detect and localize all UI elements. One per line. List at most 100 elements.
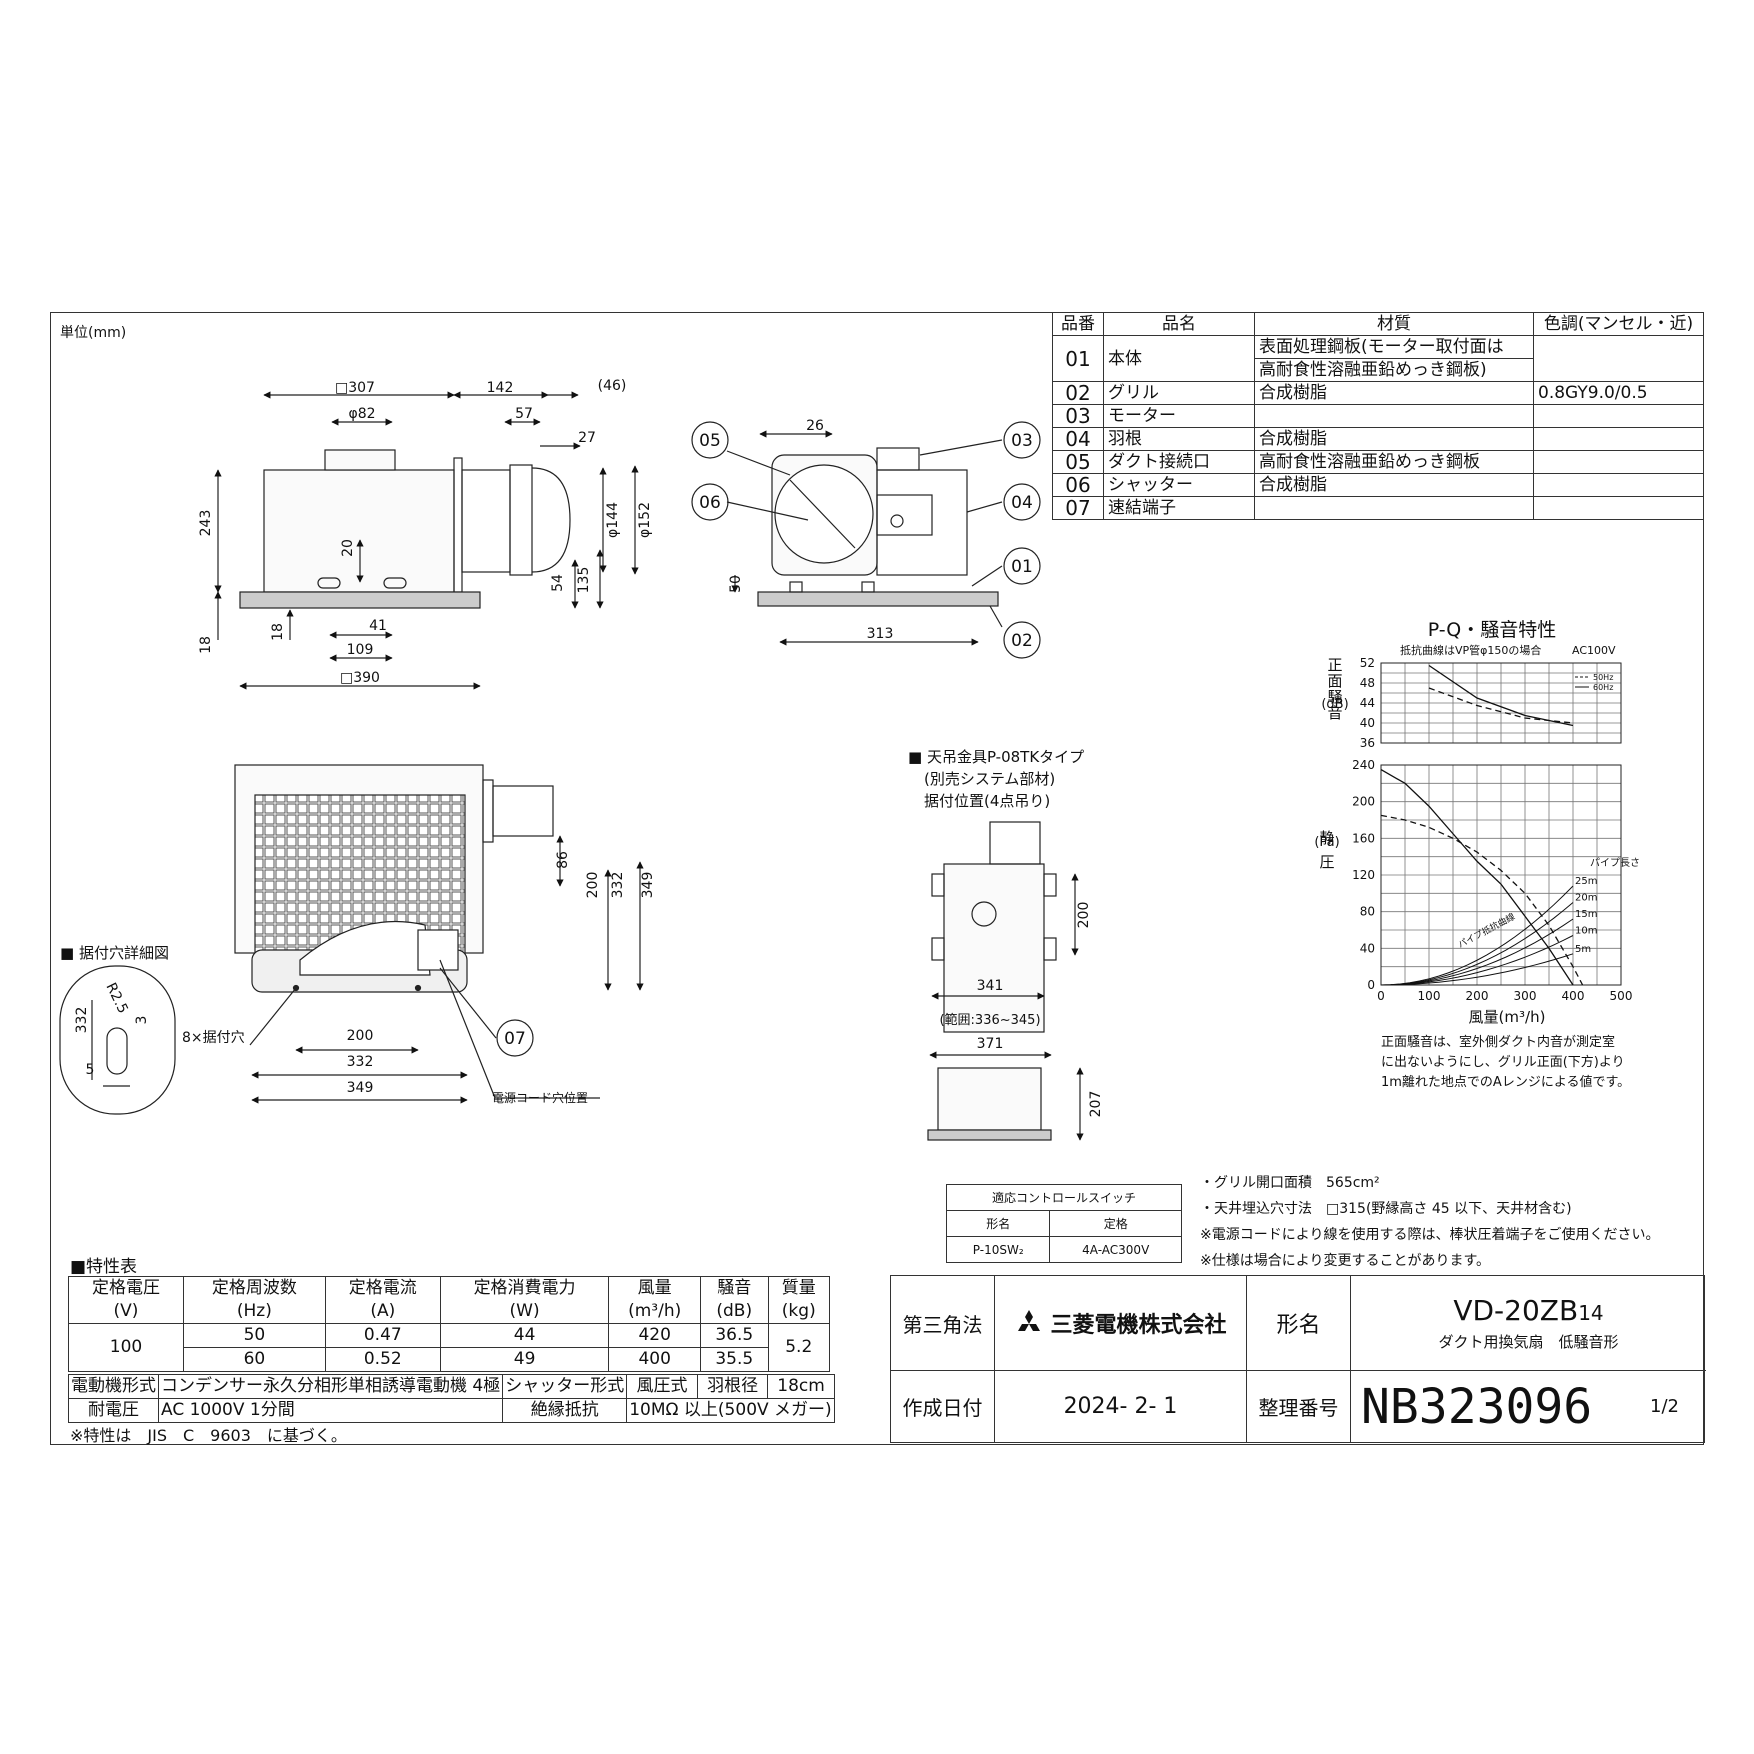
callout-circle [496,1019,534,1057]
company-cell: 三菱電機株式会社 [995,1276,1247,1371]
model-label: 形名 [1247,1276,1351,1371]
hanger-title: ■ 天吊金具P-08TKタイプ [908,748,1084,766]
callout-03: 03 [1011,431,1033,451]
page-number: 1/2 [1650,1396,1679,1417]
noise-curve-60Hz [1428,664,1574,727]
spec-current: 0.52 [324,1347,441,1372]
note-line: ・天井埋込穴寸法 □315(野縁高さ 45 以下、天井材含む) [1200,1201,1572,1217]
dim-54: 54 [550,574,566,592]
dim-307: □307 [335,380,375,396]
hanger-views [927,821,1084,1141]
noise-y-tick: 52 [1360,656,1375,670]
model-number: VD-20ZB [1453,1294,1579,1327]
spec-title: ■特性表 [70,1257,138,1277]
dim-109: 109 [347,642,374,658]
dim-41: 41 [369,618,387,634]
callout-05: 05 [699,431,721,451]
pressure-y-tick: 120 [1352,868,1375,882]
pipe-resistance-curve [1380,935,1574,986]
control-switch-header-model: 形名 [945,1210,1051,1237]
pressure-y-tick: 200 [1352,795,1375,809]
hanger-dim-371: 371 [977,1036,1004,1052]
cord-hole-label: 電源コード穴位置 [492,1090,588,1105]
dim-200h: 200 [347,1028,374,1044]
chart-note-line: に出ないようにし、グリル正面(下方)より [1381,1054,1625,1070]
part-no: 01 [1052,335,1104,382]
part-name: 羽根 [1103,427,1255,451]
dim-86: 86 [555,851,571,869]
dim-18b: 18 [270,623,286,641]
spec-header-voltage: 定格電圧(V) [68,1276,184,1324]
noise-y-label-char: 正 [1327,656,1342,674]
spec-header-current: 定格電流(A) [324,1276,441,1324]
part-name: モーター [1103,404,1255,428]
spec-footnote: ※特性は JIS C 9603 に基づく。 [70,1426,347,1445]
callout-07: 07 [504,1029,526,1049]
dim-152: φ152 [637,502,653,538]
pressure-y-tick: 160 [1352,831,1375,845]
part-color [1533,404,1704,428]
x-tick: 0 [1377,989,1385,1003]
callout-circle [1003,421,1041,459]
spec-table: 定格電圧(V) 定格周波数(Hz) 定格電流(A) 定格消費電力(W) 風量(m… [68,1276,830,1372]
dim-142: 142 [487,380,514,396]
control-switch-model: P-10SW₂ [945,1236,1051,1263]
company-name: 三菱電機株式会社 [1050,1313,1227,1338]
part-material [1254,496,1534,520]
insulation-label: 絶縁抵抗 [502,1398,628,1423]
blade-label: 羽根径 [696,1374,769,1399]
noise-y-tick: 40 [1360,716,1375,730]
part-no: 03 [1052,404,1104,428]
control-switch-title: 適応コントロールスイッチ [946,1184,1182,1211]
pressure-y-tick: 40 [1360,941,1375,955]
part-material: 合成樹脂 [1254,473,1534,497]
withstand-value: AC 1000V 1分間 [157,1398,504,1423]
dim-332v: 332 [610,872,626,899]
projection-method: 第三角法 [891,1276,995,1371]
shutter-label: シャッター形式 [502,1374,628,1399]
date-label: 作成日付 [891,1371,995,1442]
callout-circle [1003,483,1041,521]
side-view [214,391,639,690]
noise-unit: (dB) [1321,697,1348,712]
note-line: ※電源コードにより線を使用する際は、棒状圧着端子をご使用ください。 [1200,1227,1660,1243]
pressure-y-label-char: 静 [1319,829,1334,847]
control-switch-header-rating: 定格 [1049,1210,1182,1237]
spec-hz: 60 [183,1347,326,1372]
dim-332h: 332 [347,1054,374,1070]
callout-circle [691,421,729,459]
unit-label: 単位(mm) [60,325,127,341]
hanger-dim-207: 207 [1088,1091,1104,1118]
legend-entry: 60Hz [1593,683,1613,692]
mount-hole-detail [59,965,176,1115]
part-color [1533,496,1704,520]
notes-block: ・グリル開口面積 565cm² ・天井埋込穴寸法 □315(野縁高さ 45 以下… [1200,1170,1659,1274]
parts-table: 品番 品名 材質 色調(マンセル・近) 01 本体 表面処理鋼板(モーター取付面… [1052,312,1704,520]
part-name: 本体 [1103,335,1255,382]
chart-note-line: 1m離れた地点でのAレンジによる値です。 [1381,1074,1630,1090]
pressure-y-tick: 0 [1367,978,1375,992]
part-no: 06 [1052,473,1104,497]
x-axis-label: 風量(m³/h) [1469,1008,1546,1026]
spec-airflow: 400 [608,1347,701,1372]
pressure-curve-60Hz [1380,769,1574,986]
model-suffix: 14 [1578,1301,1604,1325]
hanger-subtitle-1: (別売システム部材) [924,770,1055,788]
dim-135: 135 [576,567,592,594]
motor-value: コンデンサー永久分相形単相誘導電動機 4極 [157,1374,504,1399]
chart-subtitle: 抵抗曲線はVP管φ150の場合 [1400,643,1541,657]
callout-02: 02 [1011,631,1033,651]
parts-header-material: 材質 [1254,312,1534,336]
number-label: 整理番号 [1247,1371,1351,1442]
spec-current: 0.47 [324,1323,441,1348]
withstand-label: 耐電圧 [68,1398,159,1423]
callout-06: 06 [699,493,721,513]
dim-313: 313 [867,626,894,642]
dim-20: 20 [340,539,356,557]
dim-50: 50 [728,575,744,593]
document-number: NB323096 [1361,1378,1593,1435]
pipe-length-tick: 25m [1575,876,1597,887]
pressure-plot-frame [1380,764,1622,986]
noise-y-tick: 44 [1360,696,1375,710]
